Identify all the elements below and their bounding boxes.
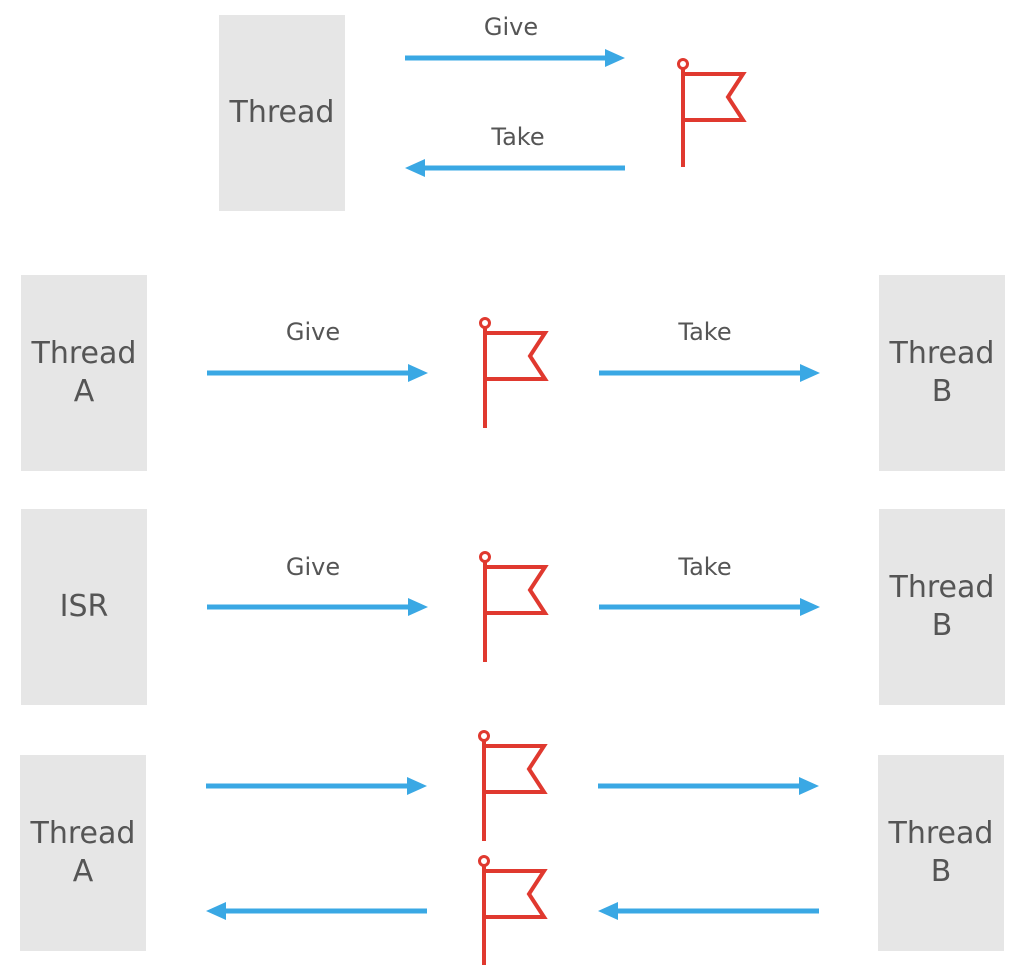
give-arrow-icon — [207, 364, 428, 382]
thread-b-box: Thread B — [878, 755, 1004, 951]
give-arrow-icon — [405, 49, 625, 67]
take-arrow-icon — [599, 598, 820, 616]
thread-b-box: Thread B — [879, 509, 1005, 705]
take-arrow-icon — [206, 902, 427, 920]
thread-b-line1: Thread — [889, 336, 995, 371]
take-arrow-icon — [599, 364, 820, 382]
flag-icon — [478, 855, 548, 965]
thread-b-line1: Thread — [888, 816, 994, 851]
give-arrow-icon — [206, 777, 427, 795]
give-arrow-icon — [598, 902, 819, 920]
thread-box: Thread — [219, 15, 345, 211]
thread-label: Thread — [229, 95, 335, 130]
thread-b-line1: Thread — [889, 570, 995, 605]
give-label: Give — [483, 13, 539, 41]
take-label: Take — [678, 553, 732, 581]
thread-a-box: Thread A — [20, 755, 146, 951]
thread-b-line2: B — [930, 854, 952, 889]
flag-icon — [479, 317, 549, 428]
flag-icon — [479, 551, 549, 662]
thread-b-box: Thread B — [879, 275, 1005, 471]
thread-a-box: Thread A — [21, 275, 147, 471]
thread-a-line2: A — [73, 374, 95, 409]
flag-icon — [478, 730, 548, 841]
thread-a-line1: Thread — [31, 336, 137, 371]
flag-icon — [677, 58, 747, 167]
thread-a-line2: A — [72, 854, 94, 889]
give-label: Give — [285, 553, 341, 581]
take-arrow-icon — [598, 777, 819, 795]
isr-box: ISR — [21, 509, 147, 705]
thread-a-line1: Thread — [30, 816, 136, 851]
isr-label: ISR — [59, 589, 109, 624]
take-arrow-icon — [405, 159, 625, 177]
take-label: Take — [678, 318, 732, 346]
thread-b-line2: B — [931, 608, 953, 643]
give-arrow-icon — [207, 598, 428, 616]
give-label: Give — [285, 318, 341, 346]
thread-b-line2: B — [931, 374, 953, 409]
take-label: Take — [491, 123, 545, 151]
